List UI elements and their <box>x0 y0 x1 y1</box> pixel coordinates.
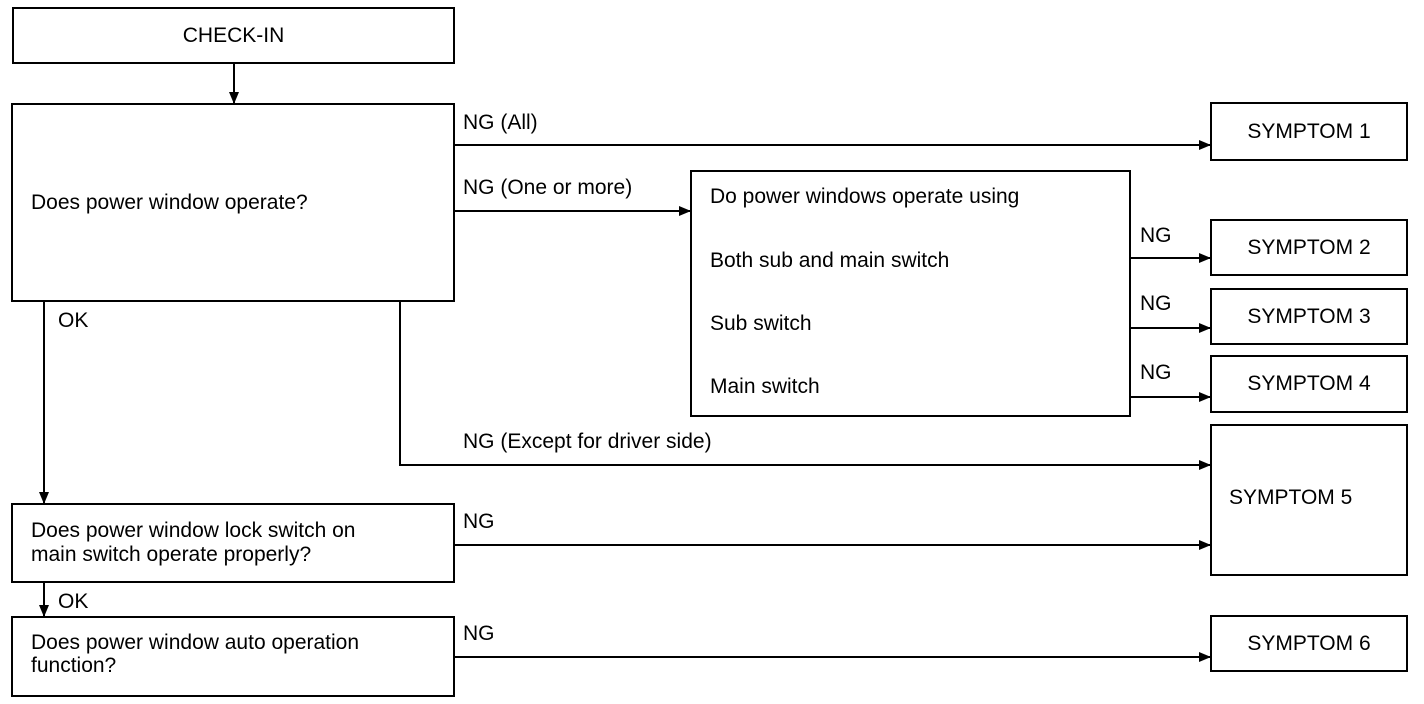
arrow-ng-except <box>399 302 1211 470</box>
symptom-1-label: SYMPTOM 1 <box>1247 119 1371 143</box>
symptom-5-box: SYMPTOM 5 <box>1210 424 1408 576</box>
symptom-1-box: SYMPTOM 1 <box>1210 102 1408 161</box>
label-ng-lock-switch: NG <box>463 510 495 533</box>
symptom-2-label: SYMPTOM 2 <box>1247 235 1371 259</box>
checkin-box: CHECK-IN <box>12 7 455 64</box>
question-auto-operation-line1: Does power window auto operation <box>31 631 360 654</box>
symptom-6-label: SYMPTOM 6 <box>1247 631 1371 655</box>
symptom-2-box: SYMPTOM 2 <box>1210 219 1408 276</box>
question-lock-switch-line1: Does power window lock switch on <box>31 519 356 542</box>
label-ng-symptom4: NG <box>1140 361 1172 384</box>
question-lock-switch-box: Does power window lock switch on main sw… <box>11 503 455 583</box>
sub-question-title: Do power windows operate using <box>710 185 1020 208</box>
symptom-4-label: SYMPTOM 4 <box>1247 372 1371 395</box>
symptom-6-box: SYMPTOM 6 <box>1210 615 1408 672</box>
label-ok-q2: OK <box>58 590 89 613</box>
question-power-window-box: Does power window operate? <box>11 103 455 302</box>
label-ng-symptom3: NG <box>1140 292 1172 315</box>
option-both-switch: Both sub and main switch <box>710 249 950 272</box>
label-ng-one-or-more: NG (One or more) <box>463 176 633 199</box>
label-ng-symptom2: NG <box>1140 224 1172 247</box>
checkin-label: CHECK-IN <box>182 23 285 47</box>
label-ng-except-driver: NG (Except for driver side) <box>463 430 712 453</box>
question-auto-operation-box: Does power window auto operation functio… <box>11 616 455 697</box>
question-power-window-text: Does power window operate? <box>31 191 308 214</box>
symptom-5-label: SYMPTOM 5 <box>1229 486 1353 509</box>
symptom-4-box: SYMPTOM 4 <box>1210 355 1408 413</box>
label-ok-q1: OK <box>58 309 89 332</box>
label-ng-all: NG (All) <box>463 111 538 134</box>
question-auto-operation-line2: function? <box>31 654 117 677</box>
sub-question-box: Do power windows operate using Both sub … <box>690 170 1131 417</box>
option-sub-switch: Sub switch <box>710 312 812 335</box>
question-lock-switch-line2: main switch operate properly? <box>31 543 312 566</box>
symptom-3-box: SYMPTOM 3 <box>1210 288 1408 345</box>
option-main-switch: Main switch <box>710 375 820 398</box>
label-ng-auto-operation: NG <box>463 622 495 645</box>
symptom-3-label: SYMPTOM 3 <box>1247 304 1371 328</box>
